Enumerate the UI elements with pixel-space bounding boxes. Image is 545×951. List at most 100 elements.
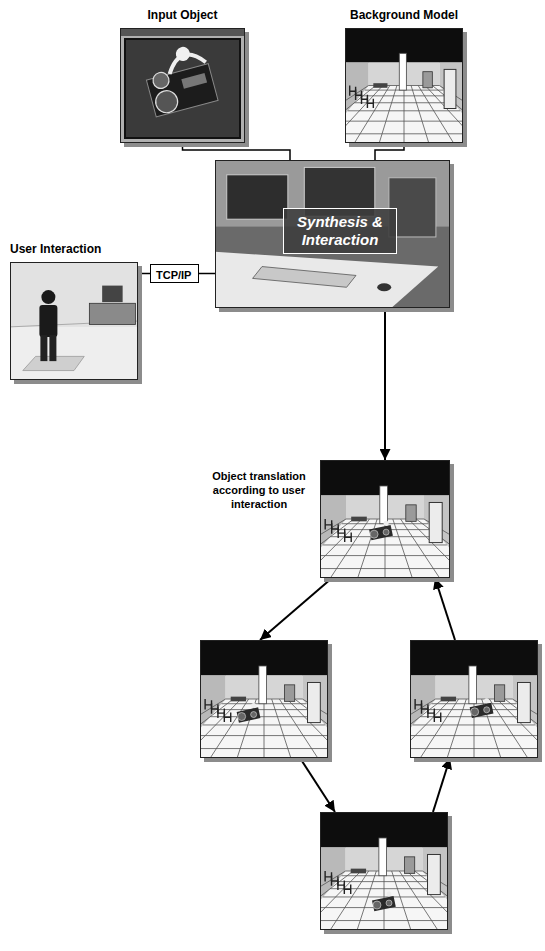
flow-arrow [433,758,450,812]
floor-grid-line [276,871,353,930]
room-floor-ground [320,812,448,930]
picture-border [411,641,538,758]
room-door [518,682,531,722]
floor-grid-line [295,699,372,758]
floor-grid-line [330,519,369,578]
room-table [231,697,246,702]
floor-grid-line [203,724,325,725]
protocol-box: TCP/IP [150,264,199,283]
lab-wall [10,262,138,327]
room-pillar [380,486,388,524]
floor-grid-line [156,699,233,758]
room-chair [428,707,434,718]
object-body [369,525,393,540]
room-chair [434,711,440,722]
object-speaker [386,900,392,906]
room-chair [367,98,373,108]
object-top [251,703,256,708]
workstation-keyboard [253,267,356,288]
image-heading: User Interaction [10,242,138,256]
composite-frame-image [320,812,448,930]
floor-grid-line [320,555,450,556]
person-leg [40,335,47,361]
floor-grid-line [200,735,328,736]
room-chair [224,711,230,722]
picture-border [121,29,245,143]
room-floor-ground [410,640,538,758]
floor-grid-line [130,699,226,758]
background-model-image: Background Model [345,28,463,143]
person-head [41,290,55,304]
room-chair [422,703,428,714]
room-right-wall [422,847,448,900]
floor-grid-line [303,519,362,578]
room-chair [350,86,356,96]
picture-border [11,263,138,380]
picture-border [321,813,448,930]
object-speaker [383,529,389,535]
window-titlebar [120,28,245,36]
lab-ground [10,262,138,380]
illustration [320,812,448,930]
inserted-object [372,892,396,912]
floor-grid-line [392,871,411,930]
room-chair [332,875,338,886]
floor-grid-line [305,86,376,144]
picture-clip [280,28,528,143]
picture-border [346,29,463,143]
floor-grid-line [210,699,248,758]
floor-grid-line [447,699,466,758]
workstation-desk [215,252,438,308]
room-chair [344,883,350,894]
room-pillar [399,53,406,90]
connector-line [199,273,215,275]
floor-grid-line [216,709,311,710]
room-cabinet [494,685,504,702]
object-speaker [471,708,479,716]
room-chair [325,519,332,530]
floor-grid-line [415,871,492,930]
room-door [429,502,442,542]
room-chair [345,531,352,542]
floor-grid-line [404,86,405,144]
object-top [384,521,389,526]
room-table [351,517,367,522]
user-interaction-image: User Interaction [10,262,138,380]
room-cabinet [284,685,294,702]
picture-clip [120,28,245,143]
picture-clip [130,640,399,758]
room-chair [325,871,331,882]
room-right-wall [424,495,450,548]
person-leg [49,335,56,361]
workstation-mouse [377,283,391,291]
room-door [428,854,441,894]
inserted-object [470,698,494,718]
workstation-monitor [227,175,288,219]
image-heading: Background Model [345,8,463,22]
object-speaker [153,88,180,115]
room-left-wall [320,847,346,900]
floor-grid-line [358,519,378,578]
connector-group [138,143,455,812]
floor-grid-line [393,519,413,578]
object-body [237,707,261,722]
flow-arrow [384,308,386,460]
room-chair [362,94,368,104]
object-speaker [238,713,246,721]
floor-grid-line [200,748,328,749]
floor-grid-line [237,699,256,758]
room-chair [205,699,211,710]
drop-shadow [124,32,249,147]
room-chair [218,707,224,718]
object-speaker [251,712,257,718]
room-left-wall [320,495,346,548]
room-table [373,83,387,88]
image-heading: Input Object [120,8,245,22]
floor-grid-line [303,871,361,930]
room-pillar [469,666,477,704]
picture-clip [215,160,450,308]
floor-grid-line [410,735,538,736]
illustration [200,640,328,758]
floor-grid-line [413,724,535,725]
